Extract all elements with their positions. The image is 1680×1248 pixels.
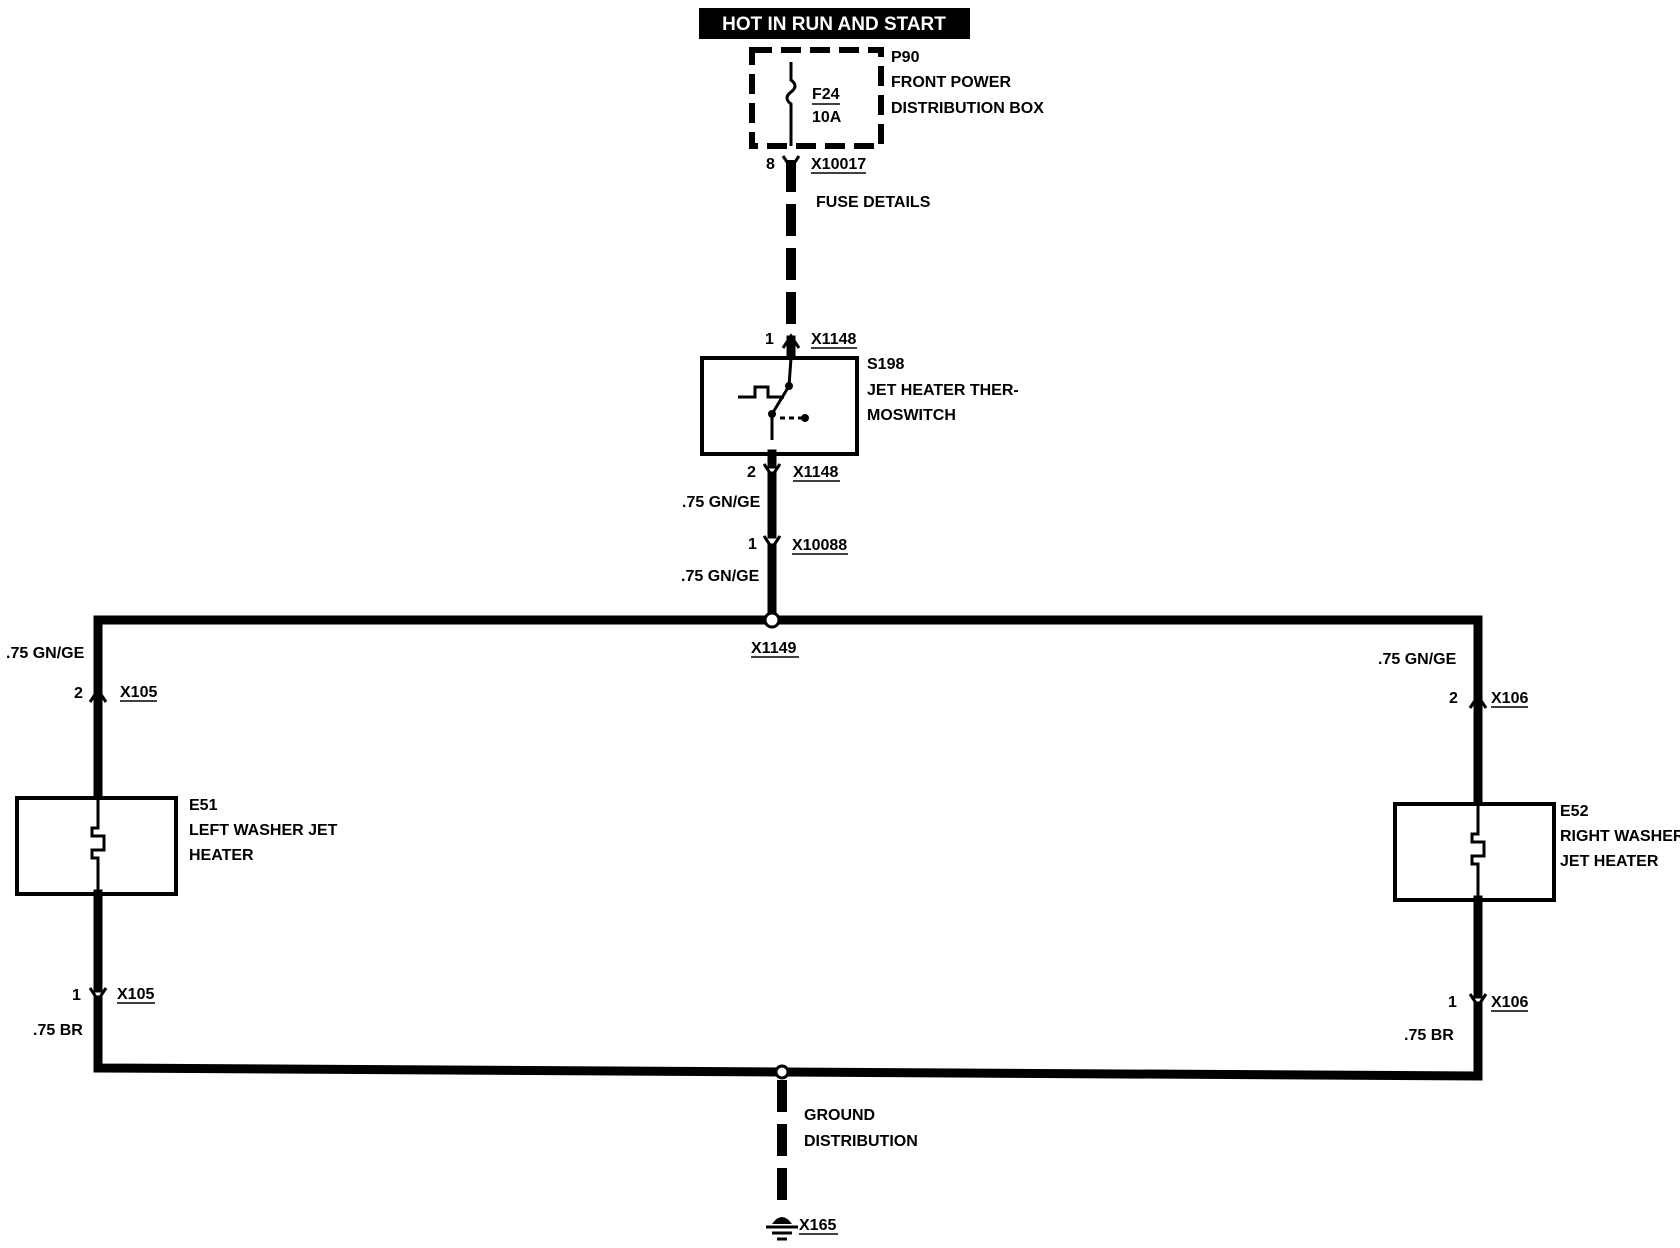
right-heater-name-2: JET HEATER xyxy=(1560,853,1659,870)
fuse-details-note: FUSE DETAILS xyxy=(816,194,931,211)
fuse-symbol xyxy=(785,62,797,146)
connector-label: X105 xyxy=(117,986,154,1003)
pin-label: 1 xyxy=(1448,994,1457,1011)
connector-x1148-out: 2 X1148 xyxy=(747,463,840,482)
ground-label-2: DISTRIBUTION xyxy=(804,1133,918,1150)
fuse-box-p90: F24 10A P90 FRONT POWER DISTRIBUTION BOX xyxy=(749,47,1044,149)
connector-x106-top: 2 X106 xyxy=(1449,690,1528,709)
pin-label: 1 xyxy=(72,987,81,1004)
right-heater-name-1: RIGHT WASHER xyxy=(1560,828,1680,845)
fuse-box-id: P90 xyxy=(891,49,920,66)
pin-label: 2 xyxy=(747,464,756,481)
connector-x10088: 1 X10088 xyxy=(748,535,848,555)
wire-label-right-feed: .75 GN/GE xyxy=(1378,651,1457,668)
thermoswitch-name-2: MOSWITCH xyxy=(867,407,956,424)
heater-element-symbol xyxy=(1470,804,1486,900)
fuse-box-name-1: FRONT POWER xyxy=(891,74,1011,91)
thermoswitch-name-1: JET HEATER THER- xyxy=(867,382,1019,399)
connector-x106-bottom: 1 X106 xyxy=(1448,993,1528,1012)
power-source-label: HOT IN RUN AND START xyxy=(722,14,946,35)
pin-label: 8 xyxy=(766,156,775,173)
right-heater-e52: E52 RIGHT WASHER JET HEATER xyxy=(1393,802,1680,902)
ground-connector-label: X165 xyxy=(799,1217,836,1234)
ground-splice xyxy=(774,1064,790,1080)
wire-label-left-feed: .75 GN/GE xyxy=(6,645,85,662)
left-heater-e51: E51 LEFT WASHER JET HEATER xyxy=(15,796,338,896)
connector-label: X10017 xyxy=(811,156,866,173)
wire-bottom-bus xyxy=(93,995,1483,1081)
pin-label: 2 xyxy=(1449,690,1458,707)
splice-label: X1149 xyxy=(751,640,796,657)
connector-label: X1148 xyxy=(793,464,838,481)
pin-label: 2 xyxy=(74,685,83,702)
connector-x105-top: 2 X105 xyxy=(74,684,157,703)
pin-label: 1 xyxy=(765,331,774,348)
fuse-box-name-2: DISTRIBUTION BOX xyxy=(891,100,1044,117)
wire-label-left-ground: .75 BR xyxy=(33,1022,83,1039)
switch-symbol xyxy=(770,357,793,440)
pin-label: 1 xyxy=(748,536,757,553)
thermoswitch-id: S198 xyxy=(867,356,904,373)
power-source-banner: HOT IN RUN AND START xyxy=(699,8,970,39)
connector-label: X105 xyxy=(120,684,157,701)
connector-label: X10088 xyxy=(792,537,847,554)
ground-x165: X165 xyxy=(766,1217,838,1241)
fuse-rating: 10A xyxy=(812,109,842,126)
connector-x105-bottom: 1 X105 xyxy=(72,986,155,1004)
right-heater-id: E52 xyxy=(1560,803,1589,820)
wire-label-right-ground: .75 BR xyxy=(1404,1027,1454,1044)
left-heater-name-1: LEFT WASHER JET xyxy=(189,822,338,839)
wire-label-after-switch: .75 GN/GE xyxy=(682,494,761,511)
ground-label-1: GROUND xyxy=(804,1107,875,1124)
fuse-id: F24 xyxy=(812,86,840,103)
connector-x1148-in: 1 X1148 xyxy=(765,331,857,349)
thermoswitch-s198: S198 JET HEATER THER- MOSWITCH xyxy=(700,356,1019,456)
connector-label: X106 xyxy=(1491,994,1528,1011)
wire-top-bus xyxy=(93,615,1483,708)
left-heater-id: E51 xyxy=(189,797,218,814)
wire-label-after-inline: .75 GN/GE xyxy=(681,568,760,585)
heater-element-symbol xyxy=(90,798,106,894)
connector-x10017: 8 X10017 xyxy=(766,155,866,174)
connector-label: X106 xyxy=(1491,690,1528,707)
splice-x1149 xyxy=(763,611,781,629)
ground-icon xyxy=(772,1217,792,1224)
left-heater-name-2: HEATER xyxy=(189,847,254,864)
connector-label: X1148 xyxy=(811,331,856,348)
